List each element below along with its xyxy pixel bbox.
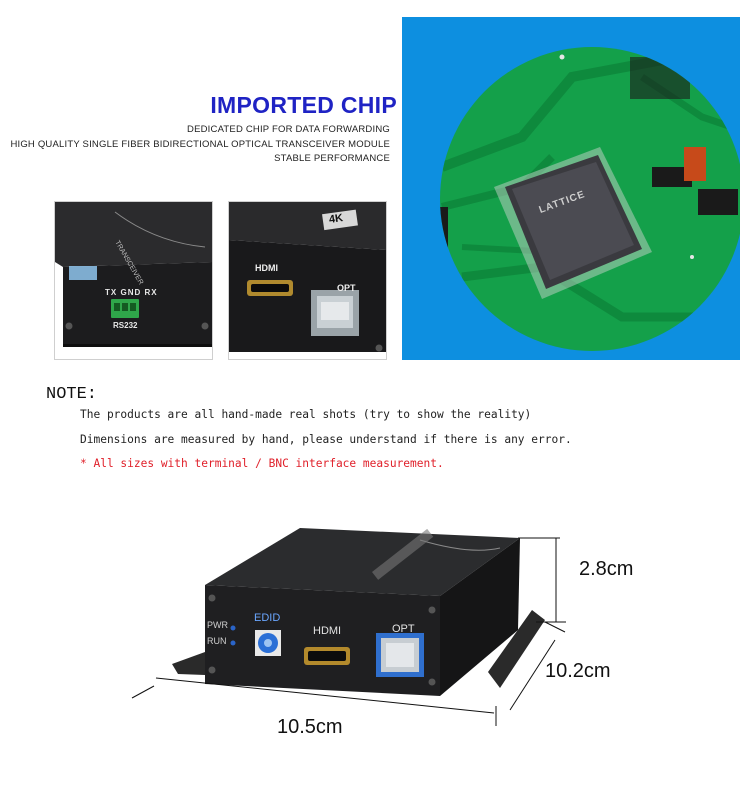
depth-dimension: 10.2cm: [545, 660, 611, 682]
feature-line-2: HIGH QUALITY SINGLE FIBER BIDIRECTIONAL …: [10, 139, 390, 150]
rs232-photo: TRANSCEIVER TX GND RX RS232: [54, 201, 213, 360]
4k-badge: 4K: [328, 212, 344, 226]
feature-line-3: STABLE PERFORMANCE: [274, 153, 390, 164]
height-dimension: 2.8cm: [579, 558, 634, 580]
hdmi-opt-photo-graphic: [229, 202, 386, 359]
pin-gnd-label: GND: [120, 288, 142, 297]
photo-hdmi-label: HDMI: [255, 263, 278, 273]
pcb-chip-graphic: [440, 47, 740, 351]
device-opt-label: OPT: [392, 623, 415, 635]
chip-photo-panel: LATTICE: [402, 17, 740, 360]
imported-chip-title: IMPORTED CHIP: [210, 92, 397, 118]
note-heading: NOTE:: [46, 385, 98, 404]
device-dimension-graphic: [131, 528, 566, 726]
photo-opt-label: OPT: [337, 283, 356, 293]
run-label: RUN: [207, 636, 227, 646]
note-warning: * All sizes with terminal / BNC interfac…: [80, 457, 444, 470]
device-hdmi-label: HDMI: [313, 625, 342, 637]
pin-labels: TX GND RX: [105, 288, 158, 297]
feature-line-1: DEDICATED CHIP FOR DATA FORWARDING: [187, 124, 390, 135]
width-dimension: 10.5cm: [277, 716, 343, 738]
pwr-label: PWR: [207, 620, 228, 630]
rs232-label: RS232: [113, 321, 138, 330]
note-line-2: Dimensions are measured by hand, please …: [80, 433, 572, 446]
edid-label: EDID: [254, 612, 281, 624]
rs232-photo-graphic: TRANSCEIVER: [55, 202, 212, 359]
note-line-1: The products are all hand-made real shot…: [80, 408, 532, 421]
pin-tx-label: TX: [105, 288, 118, 297]
pin-rx-label: RX: [144, 288, 158, 297]
hdmi-opt-photo: 4K HDMI OPT: [228, 201, 387, 360]
